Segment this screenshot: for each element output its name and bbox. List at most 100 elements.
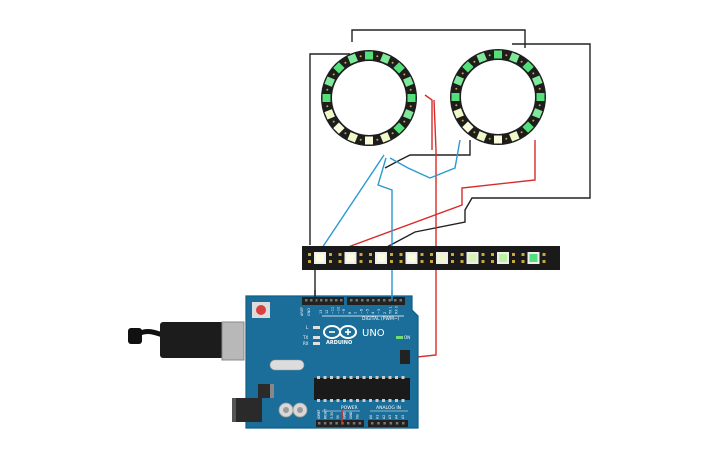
- wire-black-rings-top: [351, 29, 526, 48]
- strip-pad-5-4: [451, 260, 454, 263]
- l-led: [313, 326, 320, 329]
- ring-1-pad-16: [359, 55, 362, 58]
- wire-black-ring2-bottom: [384, 140, 471, 169]
- strip-pad-7-3: [512, 253, 515, 256]
- power-pin-label-5: GND: [343, 411, 347, 419]
- analog-header-label: ANALOG IN: [376, 405, 401, 411]
- strip-pad-5-1: [430, 253, 433, 256]
- strip-pixel-3: [377, 254, 385, 262]
- strip-pad-7-2: [491, 260, 494, 263]
- ring-1-pad-15: [344, 61, 347, 64]
- ring-1-pad-1: [376, 55, 379, 58]
- strip-pad-2-3: [359, 253, 363, 256]
- strip-pad-6-3: [481, 253, 485, 256]
- digital-pin-4: [320, 299, 323, 302]
- reset-button-cap[interactable]: [256, 305, 266, 315]
- ring-2-pad-2: [520, 60, 523, 63]
- digital-pin-3: [315, 299, 318, 302]
- ring-1-pad-14: [332, 73, 335, 76]
- digital-pin-14: [377, 299, 380, 302]
- chip-pin-bottom-13: [395, 399, 398, 402]
- ring-2-pixel-8: [509, 131, 520, 142]
- digital-pin-8: [340, 299, 343, 302]
- ring-2-pixel-2: [509, 52, 520, 63]
- ring-2-pad-4: [538, 87, 541, 90]
- chip-pin-bottom-10: [375, 399, 379, 402]
- analog-pin-label-1: A0: [369, 415, 373, 419]
- ring-1-pad-7: [391, 132, 394, 135]
- ring-1-pixel-10: [347, 132, 358, 143]
- ring-2-pad-8: [505, 137, 508, 140]
- strip-pixel-1: [316, 254, 324, 262]
- strip-pad-1-2: [308, 260, 311, 263]
- ring-2-pad-7: [520, 131, 523, 134]
- wires: [309, 29, 591, 418]
- power-pin-label-3: 3.3V: [330, 411, 334, 419]
- ring-2-pad-3: [532, 72, 535, 75]
- strip-pad-2-4: [359, 260, 363, 263]
- neopixel-ring-1-hole: [332, 61, 406, 135]
- ring-1-pixel-12: [324, 109, 335, 120]
- digital-pin-16: [388, 299, 391, 302]
- digital-pin-11: [361, 299, 364, 302]
- digital-header-pins: [305, 299, 402, 302]
- digital-pin-label-1: 13: [319, 310, 323, 314]
- wire-blue-ring1-strip: [377, 157, 393, 300]
- strip-pad-8-4: [542, 260, 546, 263]
- chip-pin-top-2: [323, 376, 327, 379]
- power-pin-label-2: RESET: [323, 409, 327, 419]
- chip-pin-top-8: [362, 376, 366, 379]
- chip-pin-top-1: [317, 376, 320, 379]
- analog-pin-3: [383, 422, 386, 425]
- strip-pad-8-3: [542, 253, 546, 256]
- neopixel-ring-1: [321, 50, 417, 146]
- ring-1-pad-12: [326, 105, 329, 108]
- power-header-label: POWER: [341, 405, 358, 411]
- arduino-brand-text: ARDUINO: [326, 340, 352, 346]
- chip-pin-top-5: [343, 376, 346, 379]
- digital-pin-label-5: ~9: [342, 309, 346, 314]
- analog-pin-label-3: A2: [382, 415, 386, 419]
- ring-2-pixel-10: [476, 131, 487, 142]
- analog-pin-2: [377, 422, 380, 425]
- strip-pad-6-4: [481, 260, 485, 263]
- arduino-logo: [323, 325, 357, 339]
- ring-2-pad-11: [461, 119, 464, 122]
- ring-1-pad-10: [344, 132, 347, 135]
- led-strip: [302, 246, 560, 270]
- barrel-jack-edge: [232, 398, 236, 422]
- usb-plug-metal: [221, 321, 245, 361]
- strip-pad-5-2: [430, 260, 433, 263]
- led-strip-body: [302, 246, 560, 270]
- wire-red-ring1: [424, 94, 433, 150]
- chip-pin-bottom-11: [382, 399, 385, 402]
- digital-pin-1: [305, 299, 308, 302]
- digital-pin-label-12: 2: [383, 312, 387, 314]
- strip-pixel-6: [468, 254, 477, 262]
- digital-pin-label-14: RX 0: [394, 306, 398, 314]
- ring-2-pad-10: [473, 131, 476, 134]
- voltage-regulator: [258, 384, 270, 398]
- digital-pin-12: [366, 299, 369, 302]
- ring-2-pad-1: [505, 54, 508, 57]
- analog-pin-4: [389, 422, 393, 425]
- tx-led: [313, 336, 320, 339]
- gnd-label: GND: [307, 308, 311, 316]
- power-pin-label-7: Vin: [355, 414, 359, 419]
- chip-pin-top-13: [395, 376, 398, 379]
- digital-header-label: DIGITAL (PWM~): [362, 316, 400, 322]
- digital-pin-label-9: ~5: [365, 309, 369, 314]
- ring-2-pixel-11: [462, 121, 474, 133]
- digital-pin-label-8: ~6: [360, 309, 364, 314]
- digital-pin-10: [355, 299, 358, 302]
- ring-2-pad-16: [488, 54, 491, 57]
- chip-pin-bottom-14: [401, 399, 405, 402]
- digital-pin-label-10: 4: [371, 312, 375, 314]
- ring-1-pad-5: [409, 105, 412, 108]
- ring-2-pad-12: [455, 104, 458, 107]
- ring-1-pixel-8: [380, 132, 391, 143]
- rx-label: RX: [303, 341, 309, 346]
- strip-pad-2-2: [338, 260, 342, 263]
